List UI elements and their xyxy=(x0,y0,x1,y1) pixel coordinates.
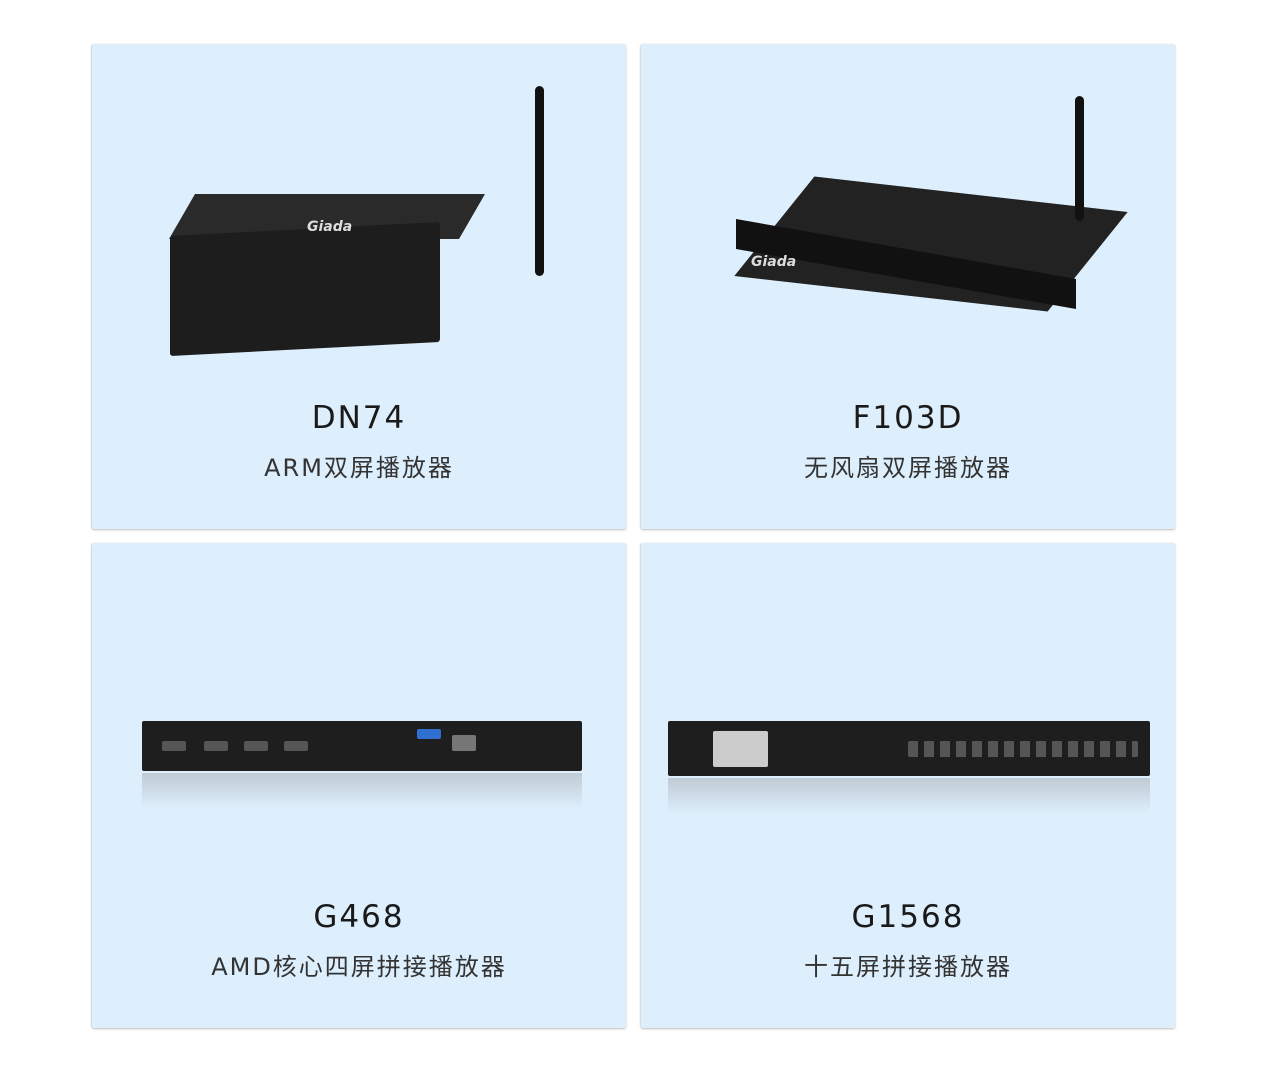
product-description: AMD核心四屏拼接播放器 xyxy=(211,953,507,981)
antenna-image xyxy=(535,86,544,276)
product-card-dn74[interactable]: Giada DN74 ARM双屏播放器 xyxy=(92,44,626,529)
product-name: G468 xyxy=(313,899,405,935)
product-card-g1568[interactable]: G1568 十五屏拼接播放器 xyxy=(641,543,1175,1028)
product-description: ARM双屏播放器 xyxy=(264,454,454,482)
product-image xyxy=(668,721,1150,776)
product-description: 无风扇双屏播放器 xyxy=(804,454,1012,482)
product-name: DN74 xyxy=(311,400,407,436)
product-reflection xyxy=(668,778,1150,813)
product-image xyxy=(170,221,440,357)
product-name: F103D xyxy=(852,400,964,436)
product-name: G1568 xyxy=(851,899,965,935)
brand-logo: Giada xyxy=(751,254,797,270)
product-reflection xyxy=(142,773,582,808)
product-card-f103d[interactable]: Giada F103D 无风扇双屏播放器 xyxy=(641,44,1175,529)
antenna-image xyxy=(1075,96,1084,221)
product-description: 十五屏拼接播放器 xyxy=(804,953,1012,981)
product-image xyxy=(142,721,582,771)
brand-logo: Giada xyxy=(307,219,353,235)
product-card-g468[interactable]: G468 AMD核心四屏拼接播放器 xyxy=(92,543,626,1028)
